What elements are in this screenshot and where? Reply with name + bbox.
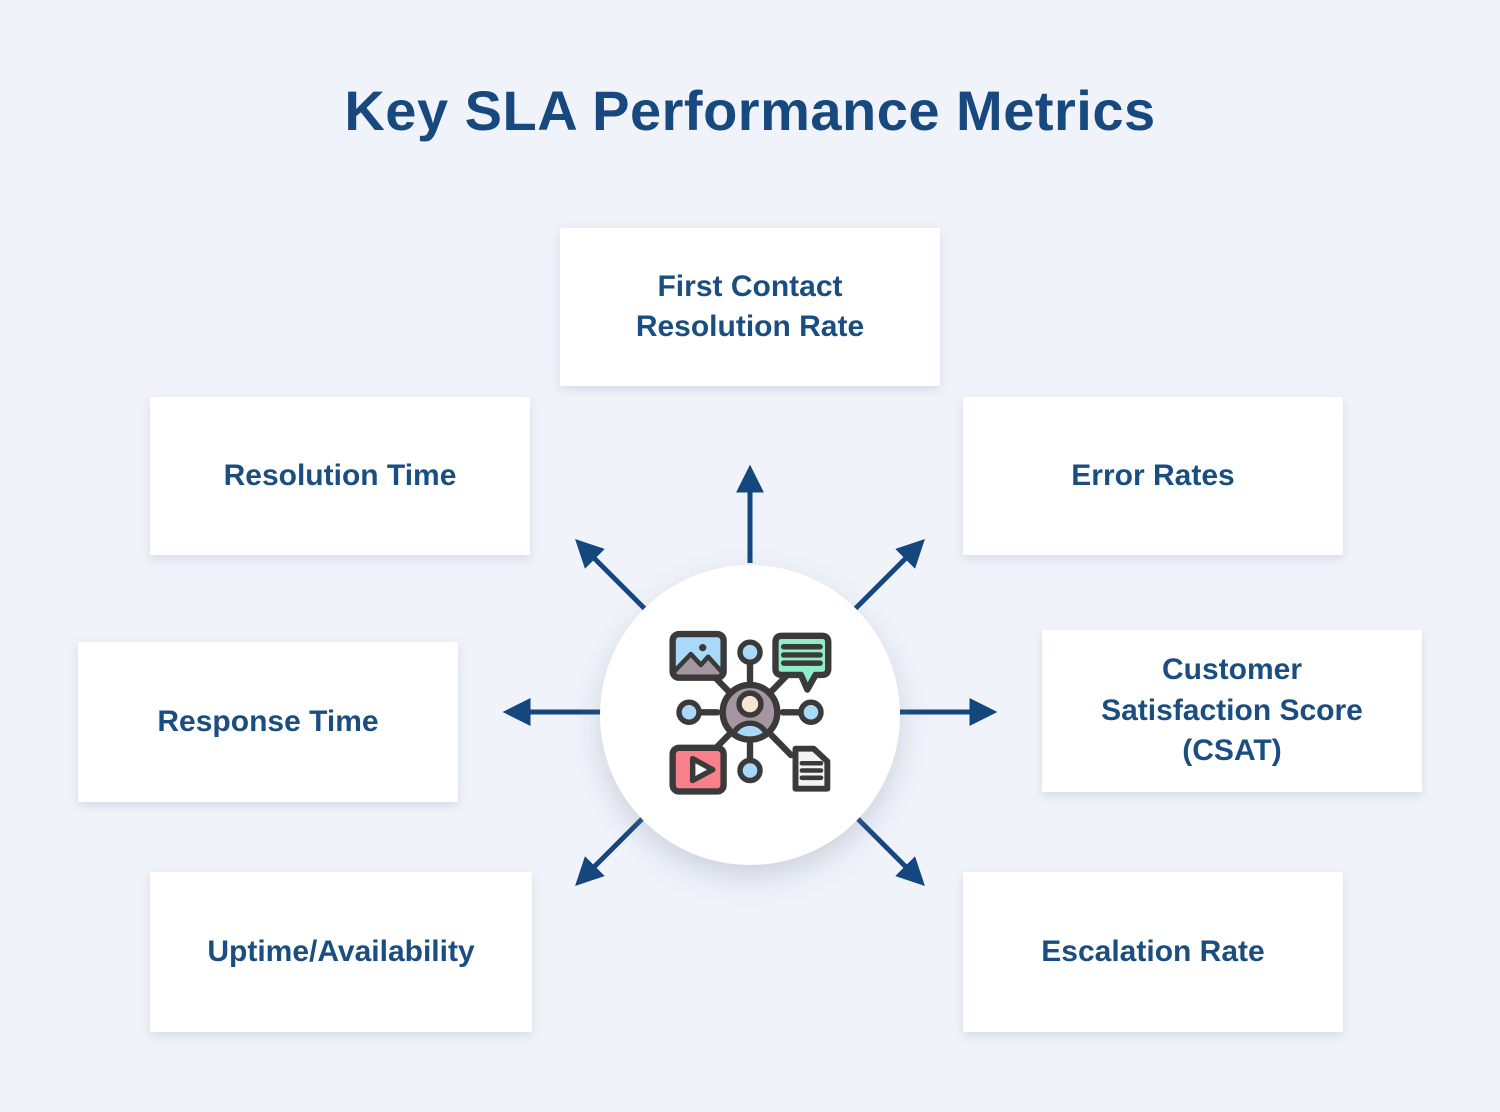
document-icon xyxy=(792,745,831,792)
metric-label: Error Rates xyxy=(1071,458,1235,492)
media-network-icon xyxy=(669,630,832,795)
metric-card-uptime-availability: Uptime/Availability xyxy=(150,872,532,1032)
metric-label: Resolution Time xyxy=(223,458,457,492)
central-hub xyxy=(600,565,900,865)
image-icon xyxy=(669,630,727,681)
metric-card-escalation-rate: Escalation Rate xyxy=(963,872,1343,1032)
metric-label: Escalation Rate xyxy=(1041,934,1265,968)
metric-card-resolution-time: Resolution Time xyxy=(150,397,530,555)
video-play-icon xyxy=(669,744,727,795)
metric-label: Uptime/Availability xyxy=(207,934,475,968)
metric-card-first-contact-resolution-rate: First Contact Resolution Rate xyxy=(560,228,940,386)
metric-label: Response Time xyxy=(157,704,379,738)
metric-label: First Contact Resolution Rate xyxy=(635,269,865,344)
arrow-upper-right xyxy=(852,539,925,612)
metric-card-customer-satisfaction-score: Customer Satisfaction Score (CSAT) xyxy=(1042,630,1422,792)
network-node-dots xyxy=(676,639,824,784)
arrow-lower-left xyxy=(575,813,648,886)
arrow-lower-right xyxy=(852,813,925,886)
user-avatar-icon xyxy=(719,681,781,743)
metric-card-error-rates: Error Rates xyxy=(963,397,1343,555)
chat-bubble-icon xyxy=(772,632,832,693)
page-title: Key SLA Performance Metrics xyxy=(344,79,1156,142)
metric-label: Customer Satisfaction Score (CSAT) xyxy=(1101,653,1363,768)
metric-card-response-time: Response Time xyxy=(78,642,458,802)
arrow-upper-left xyxy=(575,539,648,612)
